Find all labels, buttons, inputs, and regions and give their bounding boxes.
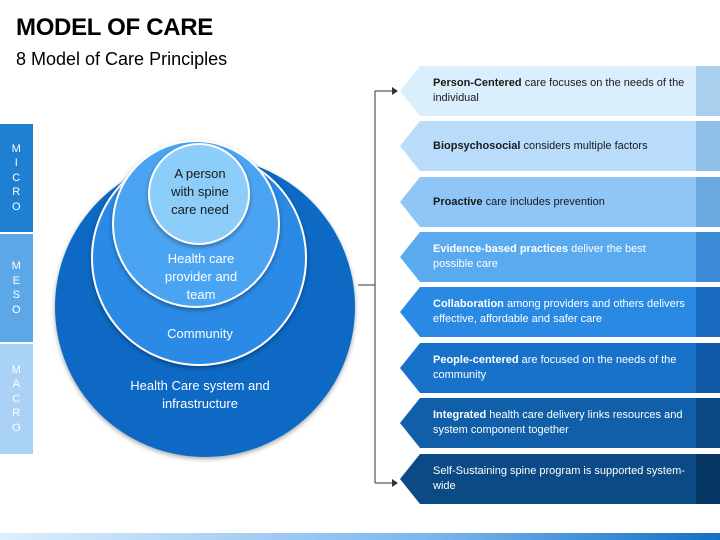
- level-letter: C: [12, 171, 21, 184]
- provider-label: Health care provider and team: [164, 251, 238, 302]
- page-subtitle: 8 Model of Care Principles: [16, 49, 228, 69]
- principle-item: Proactive care includes prevention: [400, 177, 720, 227]
- principle-shade: [696, 121, 720, 171]
- level-letter: O: [11, 200, 22, 213]
- level-letter: O: [11, 421, 22, 434]
- principle-face: [400, 121, 696, 171]
- principle-face: [400, 232, 696, 282]
- level-letter: R: [12, 407, 21, 420]
- level-letter: M: [11, 363, 22, 376]
- level-letter: R: [12, 186, 21, 199]
- principle-shade: [696, 343, 720, 393]
- arrowhead-icon: [392, 87, 398, 95]
- bottom-accent-bar: [0, 533, 720, 540]
- principle-shade: [696, 66, 720, 116]
- principle-item: Person-Centered care focuses on the need…: [400, 66, 720, 116]
- principle-face: [400, 343, 696, 393]
- level-meso: M E S O: [0, 234, 33, 342]
- principle-text: Evidence-based practices deliver the bes…: [433, 243, 646, 270]
- level-letter: M: [11, 260, 22, 272]
- level-letter: M: [11, 142, 22, 155]
- principle-face: [400, 454, 696, 504]
- principle-text: Self-Sustaining spine program is support…: [433, 465, 685, 492]
- level-letter: S: [12, 289, 21, 301]
- principle-face: [400, 287, 696, 337]
- principle-text: Integrated health care delivery links re…: [433, 409, 683, 436]
- principle-text: Person-Centered care focuses on the need…: [433, 77, 685, 104]
- principle-text: Biopsychosocial considers multiple facto…: [433, 139, 648, 152]
- principle-text: People-centered are focused on the needs…: [433, 354, 677, 381]
- system-label: Health Care system and infrastructure: [130, 378, 270, 411]
- community-label: Community: [167, 326, 233, 341]
- level-letter: E: [12, 274, 21, 287]
- circle-person: [148, 143, 250, 245]
- principle-shade: [696, 454, 720, 504]
- connector-bracket: [358, 90, 392, 484]
- level-letter: I: [14, 157, 19, 170]
- principle-shade: [696, 398, 720, 448]
- principle-text: Proactive care includes prevention: [433, 195, 605, 208]
- level-macro: M A C R O: [0, 344, 33, 454]
- principle-shade: [696, 177, 720, 227]
- level-letter: A: [12, 378, 21, 391]
- principle-shade: [696, 232, 720, 282]
- principles-list: Person-Centered care focuses on the need…: [400, 0, 720, 540]
- principle-face: [400, 66, 696, 116]
- page-title: MODEL OF CARE: [16, 14, 213, 41]
- principle-face: [400, 398, 696, 448]
- principle-item: People-centered are focused on the needs…: [400, 343, 720, 393]
- level-letter: O: [11, 303, 22, 316]
- principle-item: Evidence-based practices deliver the bes…: [400, 232, 720, 282]
- arrowhead-icon: [392, 479, 398, 487]
- principle-item: Self-Sustaining spine program is support…: [400, 454, 720, 504]
- level-letter: C: [12, 392, 21, 405]
- principle-item: Collaboration among providers and others…: [400, 287, 720, 337]
- principle-shade: [696, 287, 720, 337]
- principle-item: Integrated health care delivery links re…: [400, 398, 720, 448]
- person-label: A person with spine care need: [171, 166, 229, 217]
- principle-face: [400, 177, 696, 227]
- principle-item: Biopsychosocial considers multiple facto…: [400, 121, 720, 171]
- level-micro: M I C R O: [0, 124, 33, 232]
- principle-text: Collaboration among providers and others…: [433, 298, 685, 325]
